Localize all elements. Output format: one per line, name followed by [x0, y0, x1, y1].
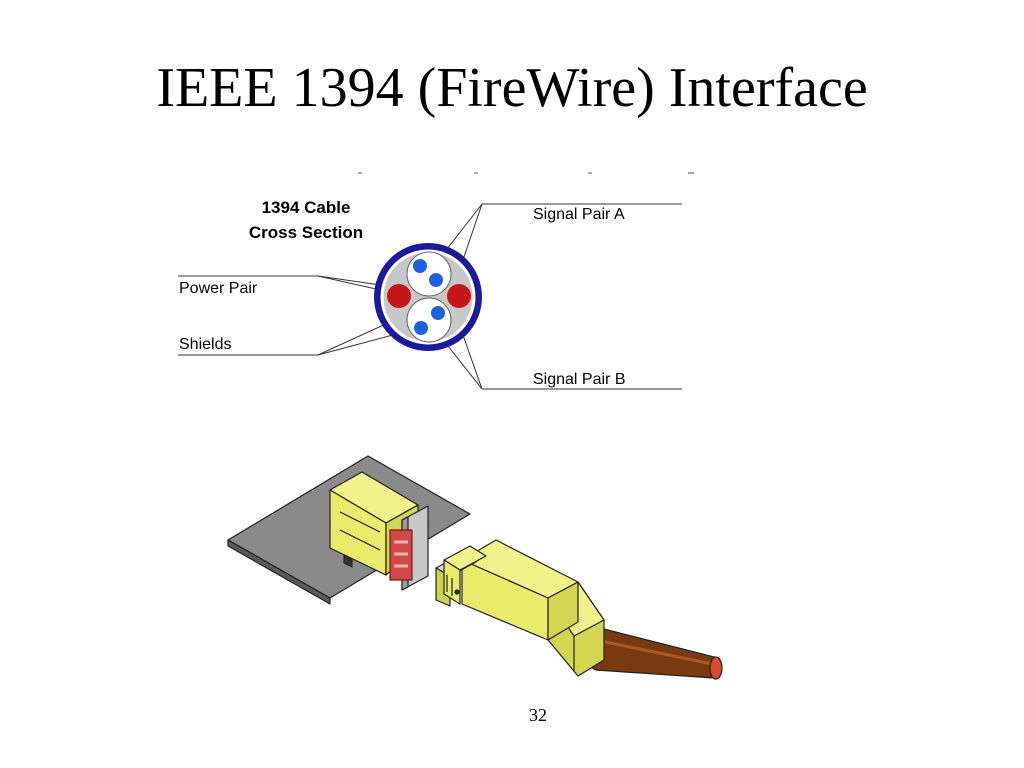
power-pair-label: Power Pair — [179, 280, 258, 297]
cross-section-heading-line2: Cross Section — [249, 223, 363, 242]
signal-pair-a-shield — [406, 251, 452, 297]
cable-cross-section: 1394 Cable Cross Section Signal Pair A P… — [178, 172, 694, 390]
signal-pair-a-label: Signal Pair A — [533, 206, 625, 223]
cable-end — [709, 656, 723, 680]
shields-label: Shields — [179, 336, 231, 353]
signal-pair-b-shield — [406, 297, 452, 343]
firewire-plug — [435, 539, 605, 677]
connector-illustration — [227, 455, 723, 680]
power-wire — [387, 284, 411, 308]
board-socket — [329, 471, 429, 591]
cross-section-heading-line1: 1394 Cable — [262, 198, 351, 217]
circuit-board-edge — [227, 539, 331, 605]
signal-wire — [431, 306, 445, 320]
power-wire — [447, 284, 471, 308]
signal-pair-b-label: Signal Pair B — [533, 371, 626, 388]
signal-wire — [414, 321, 428, 335]
plug-detent — [454, 589, 460, 595]
signal-wire — [413, 259, 427, 273]
signal-wire — [429, 273, 443, 287]
slide-page-number: 32 — [529, 705, 547, 725]
slide-title: IEEE 1394 (FireWire) Interface — [156, 57, 868, 119]
